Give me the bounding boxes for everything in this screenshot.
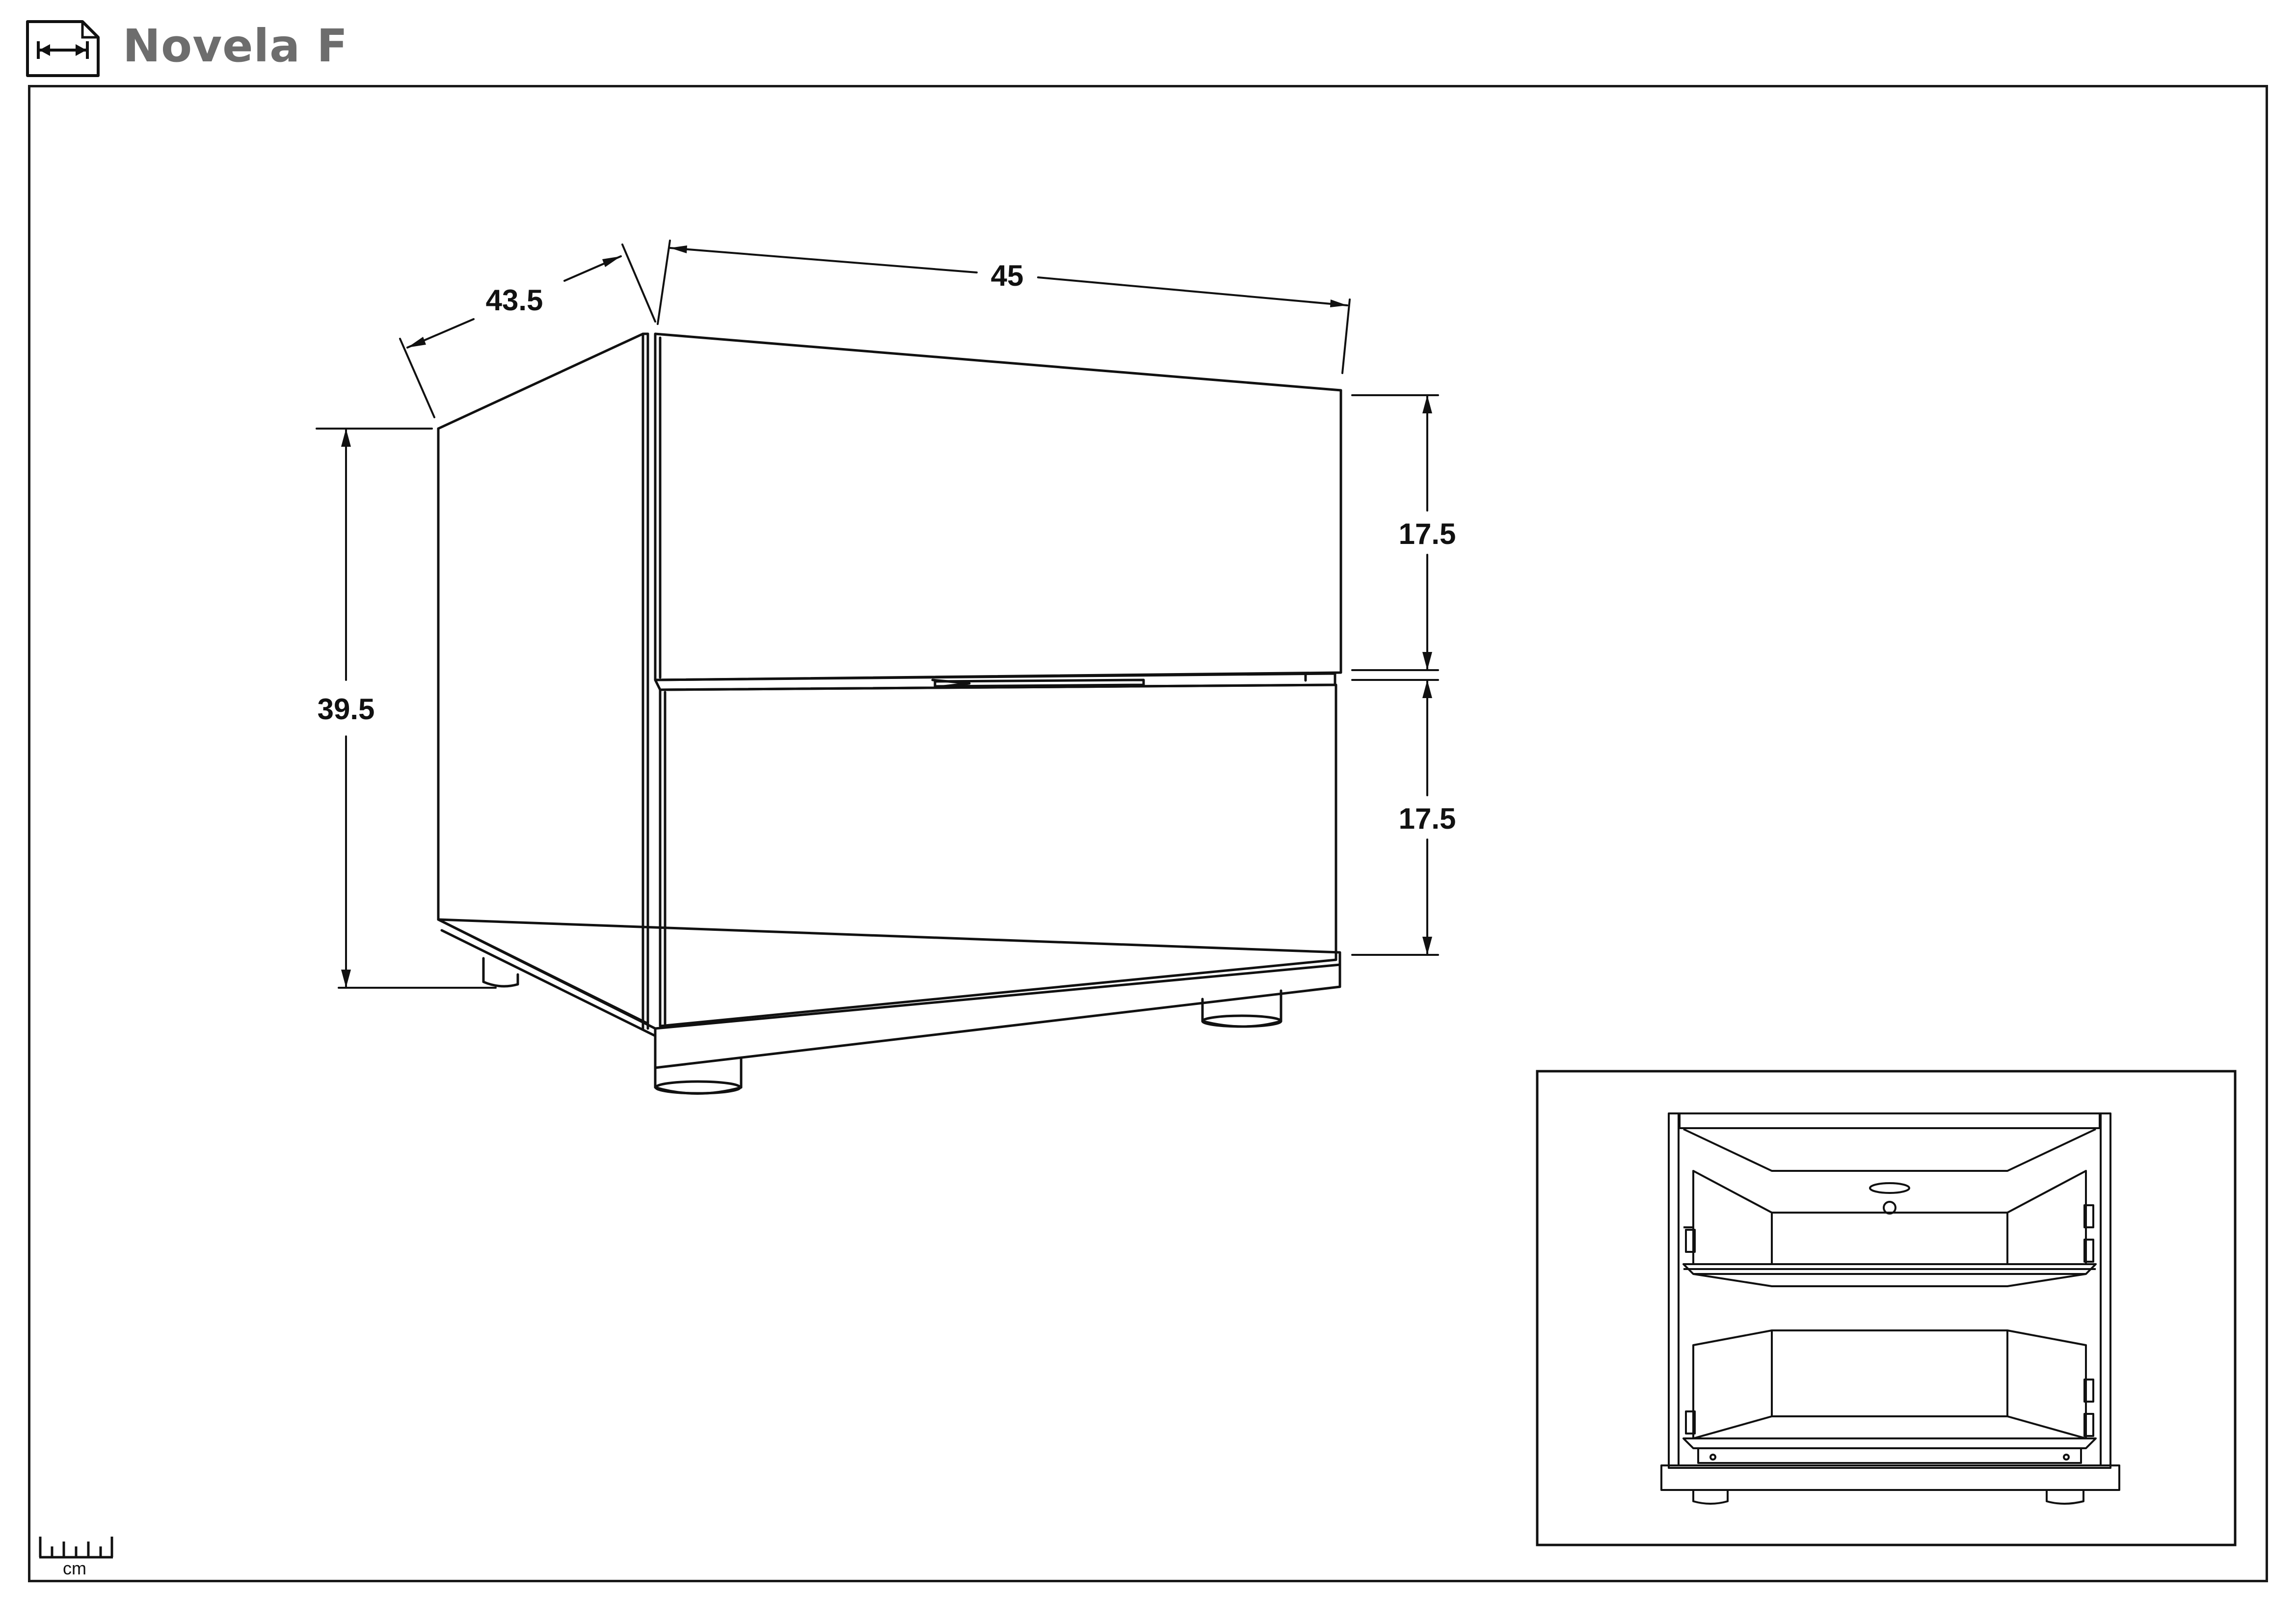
nightstand-body bbox=[437, 332, 1341, 1069]
dimension-arrows bbox=[341, 245, 1432, 988]
open-drawers-view bbox=[1536, 1070, 2237, 1546]
dimension-lines bbox=[316, 240, 1439, 989]
drawer-bottom-dimension-label: 17.5 bbox=[1399, 802, 1456, 835]
width-dimension-label: 45 bbox=[991, 259, 1024, 292]
drawer-top bbox=[654, 332, 1342, 691]
page-title: Novela F bbox=[123, 20, 348, 72]
dimensions-icon bbox=[26, 20, 100, 77]
drawing-frame bbox=[28, 85, 2268, 1582]
drawer-bottom bbox=[659, 683, 1337, 1028]
drawer-top-dimension-label: 17.5 bbox=[1399, 517, 1456, 550]
feet bbox=[482, 957, 1282, 1095]
depth-dimension-label: 43.5 bbox=[486, 284, 543, 317]
height-dimension-label: 39.5 bbox=[318, 693, 375, 726]
ruler-icon bbox=[39, 1537, 113, 1559]
scale-unit-label: cm bbox=[63, 1558, 86, 1578]
header: Novela F bbox=[0, 0, 2296, 83]
